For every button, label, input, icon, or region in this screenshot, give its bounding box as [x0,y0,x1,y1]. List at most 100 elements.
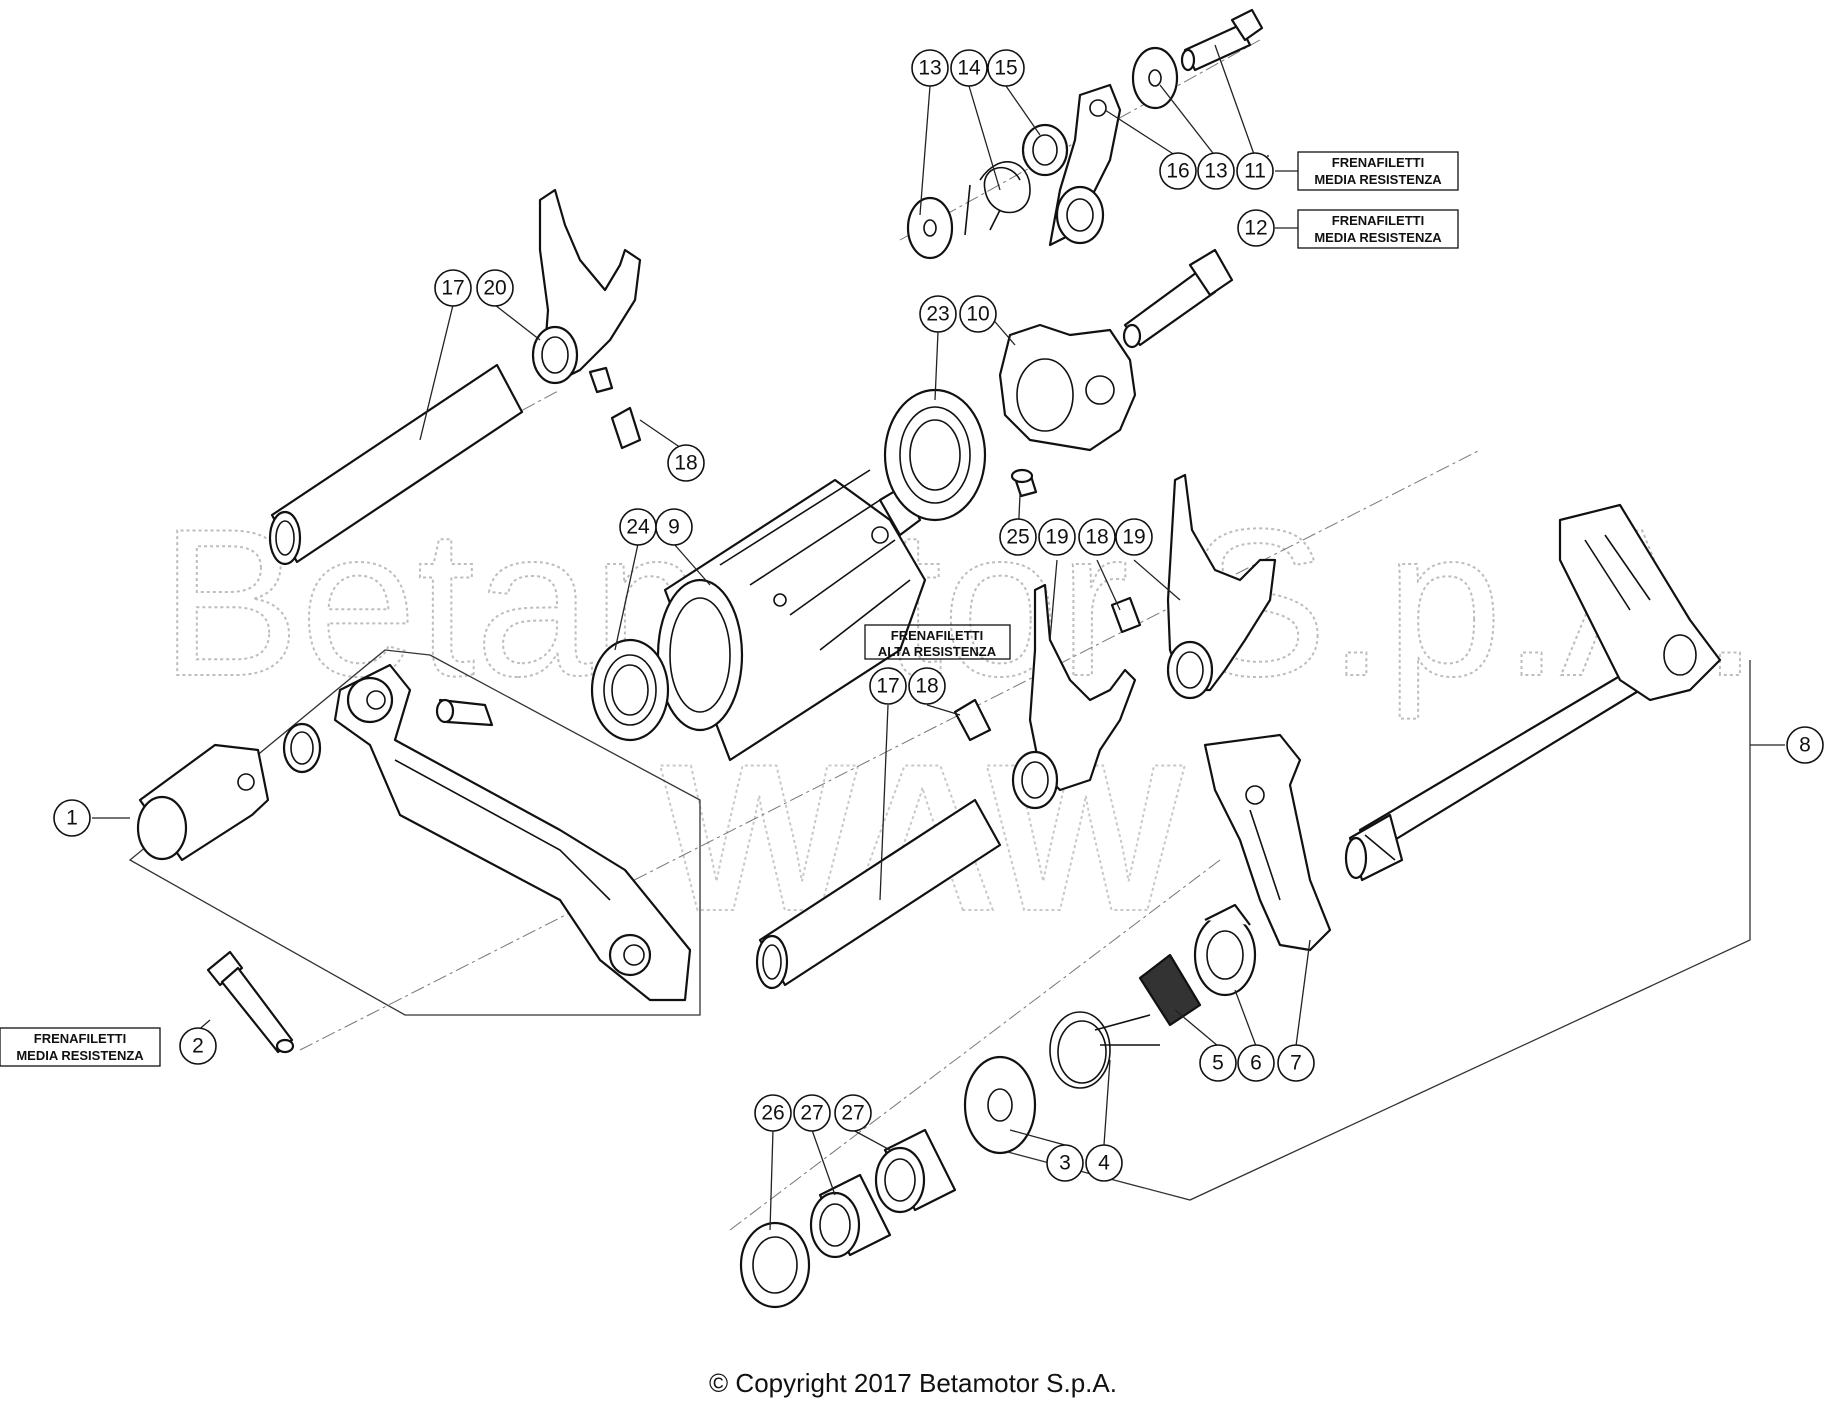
callout-2: 2 [179,1027,217,1065]
part-1-sleeve [136,743,270,862]
leader-lines [92,44,1785,1231]
callout-5: 5 [1199,1044,1237,1082]
callout-27a: 27 [793,1094,831,1132]
shift-fork-upper [531,188,642,394]
gear-pedal-lever [333,663,692,1002]
callout-1: 1 [53,799,91,837]
roller-upper [610,406,642,450]
note-12: FRENAFILETTI MEDIA RESISTENZA [1297,209,1459,249]
part-3-washer [963,1055,1037,1155]
note-11-line2: MEDIA RESISTENZA [1314,172,1442,187]
callout-8: 8 [1786,726,1824,764]
shift-fork-19-left [1011,583,1137,810]
svg-text:17: 17 [441,277,464,300]
part-6-bushing [1193,903,1257,997]
callout-11: 11 [1236,152,1274,190]
svg-text:18: 18 [674,452,697,475]
shift-fork-19-right [1166,473,1277,700]
watermark-line1: Betamotor S.p.A. [160,485,1759,720]
svg-text:27: 27 [800,1102,823,1125]
note-11: FRENAFILETTI MEDIA RESISTENZA [1297,151,1459,191]
svg-text:18: 18 [1085,526,1108,549]
callout-18c: 18 [908,667,946,705]
part-27-bushing-right [874,1128,957,1214]
callout-24: 24 [619,508,657,546]
callout-19a: 19 [1038,518,1076,556]
callout-19b: 19 [1115,518,1153,556]
callout-10: 10 [959,295,997,333]
part-7-return-plate [1203,733,1332,952]
callout-15: 15 [987,49,1025,87]
part-27-bushing-left [809,1173,892,1259]
svg-text:13: 13 [1204,160,1227,183]
svg-text:3: 3 [1059,1152,1071,1175]
note-11-line1: FRENAFILETTI [1332,155,1424,170]
callout-17b: 17 [869,667,907,705]
part-2-bolt [206,950,295,1054]
callout-16: 16 [1159,152,1197,190]
svg-text:19: 19 [1122,526,1145,549]
note-12-line1: FRENAFILETTI [1332,213,1424,228]
pedal-ring [282,722,322,774]
svg-text:26: 26 [761,1102,784,1125]
svg-text:8: 8 [1799,734,1811,757]
svg-text:6: 6 [1250,1052,1262,1075]
callout-23: 23 [919,295,957,333]
callout-6: 6 [1237,1044,1275,1082]
bearing-23 [883,388,987,522]
callout-12: 12 [1237,209,1275,247]
pedal-pin [435,698,494,727]
roller-lower [953,698,992,742]
svg-text:9: 9 [668,516,680,539]
callout-27b: 27 [834,1094,872,1132]
svg-text:12: 12 [1244,217,1267,240]
callout-9: 9 [655,508,693,546]
svg-text:4: 4 [1098,1152,1110,1175]
callout-4: 4 [1085,1144,1123,1182]
note-2: FRENAFILETTI MEDIA RESISTENZA [0,1027,161,1067]
callout-17a: 17 [434,269,472,307]
svg-text:18: 18 [915,675,938,698]
copyright-footer: © Copyright 2017 Betamotor S.p.A. [709,1368,1117,1398]
bearing-24 [590,638,670,742]
svg-text:15: 15 [994,57,1017,80]
shift-shaft-8 [1344,503,1722,882]
svg-text:17: 17 [876,675,899,698]
note-2-line2: MEDIA RESISTENZA [16,1048,144,1063]
note-25-line2: ALTA RESISTENZA [878,644,997,659]
callout-3: 3 [1046,1144,1084,1182]
callout-18a: 18 [667,444,705,482]
svg-text:14: 14 [957,57,981,80]
svg-text:5: 5 [1212,1052,1224,1075]
svg-text:7: 7 [1290,1052,1302,1075]
svg-text:25: 25 [1006,526,1029,549]
selector-drum [656,469,927,762]
svg-text:1: 1 [66,807,78,830]
svg-text:16: 16 [1166,160,1189,183]
upper-cluster [906,8,1264,260]
callouts: 1 2 13 14 15 16 13 11 12 17 20 18 23 10 … [53,49,1824,1182]
star-gear-10 [998,323,1137,452]
svg-text:19: 19 [1045,526,1068,549]
note-12-line2: MEDIA RESISTENZA [1314,230,1442,245]
callout-25: 25 [999,518,1037,556]
shift-rod-upper [268,363,524,566]
note-25: FRENAFILETTI ALTA RESISTENZA [864,624,1011,660]
svg-text:13: 13 [918,57,941,80]
callout-20: 20 [476,269,514,307]
svg-text:10: 10 [966,303,989,326]
callout-7: 7 [1277,1044,1315,1082]
callout-18b: 18 [1078,518,1116,556]
pin-25 [1010,468,1038,498]
svg-text:24: 24 [626,516,650,539]
callout-14: 14 [950,49,988,87]
screw-12 [1122,248,1234,349]
note-25-line1: FRENAFILETTI [891,628,983,643]
svg-text:2: 2 [192,1035,204,1058]
part-4-torsion-spring [1049,1011,1160,1089]
svg-text:23: 23 [926,303,949,326]
svg-text:27: 27 [841,1102,864,1125]
svg-text:20: 20 [483,277,506,300]
callout-13b: 13 [1197,152,1235,190]
